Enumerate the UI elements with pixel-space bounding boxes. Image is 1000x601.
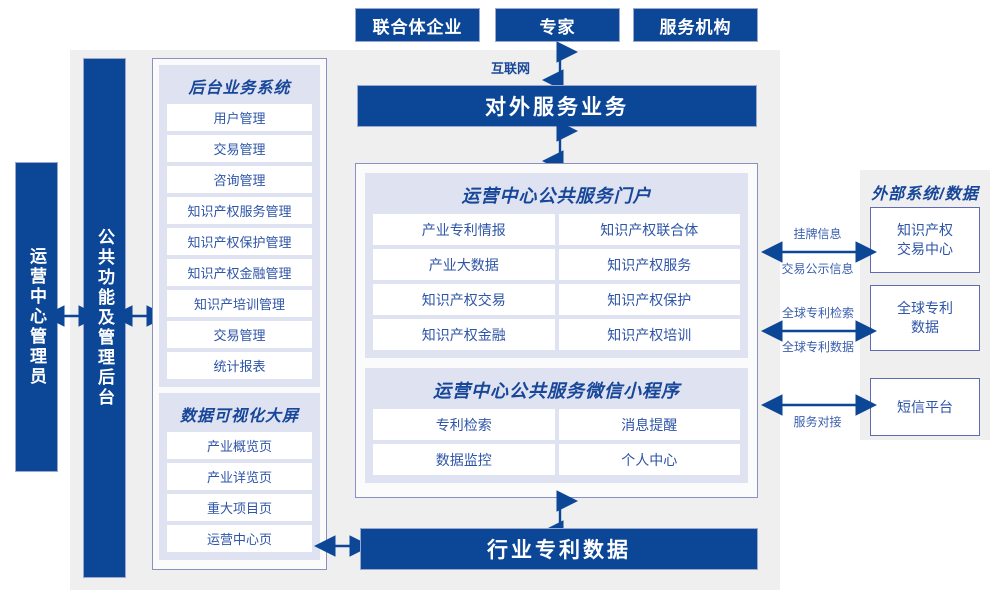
visualization-item[interactable]: 重大项目页 — [167, 494, 312, 521]
connection-label-trade-public-info: 交易公示信息 — [781, 262, 854, 276]
portal-item[interactable]: 知识产权保护 — [558, 284, 740, 315]
backend-item[interactable]: 知识产权金融管理 — [167, 259, 312, 286]
portal-item[interactable]: 知识产权培训 — [558, 319, 740, 350]
admin-label: 运营中心管理员 — [27, 247, 46, 387]
backend-backoffice-arrow-icon — [111, 305, 168, 327]
backend-item[interactable]: 咨询管理 — [167, 166, 312, 193]
wechat-item[interactable]: 专利检索 — [373, 409, 555, 440]
portal-item[interactable]: 知识产权交易 — [373, 284, 555, 315]
visualization-group: 数据可视化大屏 产业概览页 产业详览页 重大项目页 运营中心页 — [159, 393, 320, 560]
common-backend-label: 公共功能及管理后台 — [95, 228, 114, 408]
visualization-item[interactable]: 运营中心页 — [167, 525, 312, 552]
external-box-line1: 短信平台 — [897, 398, 953, 415]
external-box-line2: 数据 — [911, 319, 939, 335]
portal-item[interactable]: 知识产权服务 — [558, 249, 740, 280]
connection-label-service-docking: 服务对接 — [793, 415, 842, 429]
external-box-global-patent-data[interactable]: 全球专利 数据 — [870, 285, 980, 351]
backend-system-group: 后台业务系统 用户管理 交易管理 咨询管理 知识产权服务管理 知识产权保护管理 … — [159, 65, 320, 387]
external-service-label: 对外服务业务 — [485, 96, 629, 119]
industry-patent-data-bar[interactable]: 行业专利数据 — [360, 528, 758, 570]
backend-item[interactable]: 知识产培训管理 — [167, 290, 312, 317]
portal-item[interactable]: 产业大数据 — [373, 249, 555, 280]
visualization-title: 数据可视化大屏 — [179, 408, 299, 425]
operations-center-admin-bar[interactable]: 运营中心管理员 — [15, 162, 58, 472]
portal-item[interactable]: 知识产权金融 — [373, 319, 555, 350]
backoffice-card: 后台业务系统 用户管理 交易管理 咨询管理 知识产权服务管理 知识产权保护管理 … — [152, 58, 327, 570]
backoffice-data-arrow-icon — [314, 535, 371, 557]
wechat-miniprogram-group: 运营中心公共服务微信小程序 专利检索 消息提醒 数据监控 个人中心 — [365, 368, 748, 483]
actor-label: 专家 — [539, 17, 576, 37]
public-portal-title: 运营中心公共服务门户 — [461, 186, 652, 206]
wechat-item[interactable]: 个人中心 — [558, 444, 740, 475]
industry-patent-data-label: 行业专利数据 — [487, 539, 631, 562]
portal-item[interactable]: 产业专利情报 — [373, 214, 555, 245]
public-portal-grid: 产业专利情报 知识产权联合体 产业大数据 知识产权服务 知识产权交易 知识产权保… — [373, 214, 740, 350]
common-backend-bar[interactable]: 公共功能及管理后台 — [83, 58, 126, 578]
connection-label-global-patent-data: 全球专利数据 — [781, 340, 854, 354]
wechat-miniprogram-grid: 专利检索 消息提醒 数据监控 个人中心 — [373, 409, 740, 475]
connection-arrow-2-icon — [761, 320, 877, 342]
external-box-ip-trading-center[interactable]: 知识产权 交易中心 — [870, 207, 980, 273]
connection-arrow-3-icon — [761, 394, 877, 416]
backend-item[interactable]: 知识产权保护管理 — [167, 228, 312, 255]
external-box-line2: 交易中心 — [897, 241, 953, 257]
portal-card: 运营中心公共服务门户 产业专利情报 知识产权联合体 产业大数据 知识产权服务 知… — [355, 163, 758, 498]
service-to-portal-arrow-icon — [542, 120, 578, 172]
internet-label: 互联网 — [491, 61, 531, 76]
wechat-miniprogram-title: 运营中心公共服务微信小程序 — [433, 381, 680, 401]
actor-box-expert[interactable]: 专家 — [495, 8, 620, 42]
external-systems-title: 外部系统/数据 — [871, 186, 979, 203]
external-service-bar[interactable]: 对外服务业务 — [357, 85, 757, 127]
connection-label-global-patent-search: 全球专利检索 — [781, 306, 854, 320]
external-box-line1: 知识产权 — [897, 222, 953, 239]
visualization-item[interactable]: 产业概览页 — [167, 432, 312, 459]
internet-arrow-icon — [542, 41, 578, 91]
visualization-item[interactable]: 产业详览页 — [167, 463, 312, 490]
backend-system-title: 后台业务系统 — [188, 80, 291, 97]
backend-item[interactable]: 用户管理 — [167, 104, 312, 131]
portal-to-data-arrow-icon — [542, 490, 578, 542]
backend-item[interactable]: 交易管理 — [167, 135, 312, 162]
backend-item[interactable]: 知识产权服务管理 — [167, 197, 312, 224]
actor-box-alliance-enterprise[interactable]: 联合体企业 — [355, 8, 480, 42]
actor-box-service-agency[interactable]: 服务机构 — [633, 8, 758, 42]
backend-item[interactable]: 统计报表 — [167, 352, 312, 379]
actor-label: 服务机构 — [659, 17, 732, 37]
backend-item[interactable]: 交易管理 — [167, 321, 312, 348]
public-portal-group: 运营中心公共服务门户 产业专利情报 知识产权联合体 产业大数据 知识产权服务 知… — [365, 173, 748, 358]
connection-arrow-1-icon — [761, 241, 877, 263]
admin-backend-arrow-icon — [43, 305, 100, 327]
connection-label-listing-info: 挂牌信息 — [793, 227, 842, 241]
external-box-sms-platform[interactable]: 短信平台 — [870, 378, 980, 436]
wechat-item[interactable]: 数据监控 — [373, 444, 555, 475]
wechat-item[interactable]: 消息提醒 — [558, 409, 740, 440]
actor-label: 联合体企业 — [372, 17, 463, 37]
portal-item[interactable]: 知识产权联合体 — [558, 214, 740, 245]
external-box-line1: 全球专利 — [897, 300, 953, 317]
